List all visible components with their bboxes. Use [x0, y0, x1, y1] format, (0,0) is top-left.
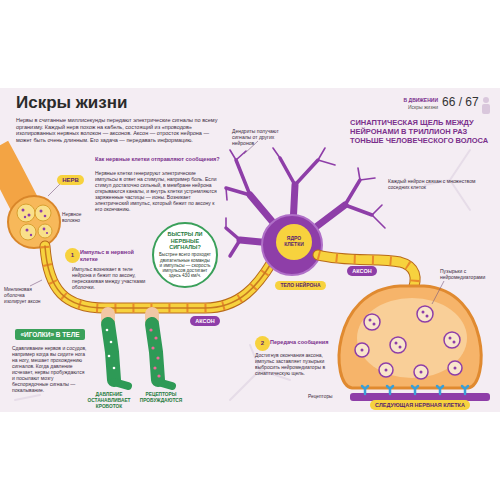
part-pill: АКСОН	[347, 266, 377, 276]
node-text: БЫСТРЫ ЛИ НЕРВНЫЕ СИГНАЛЫ?	[158, 231, 212, 250]
part-pill: ТЕЛО НЕЙРОНА	[275, 281, 326, 290]
page-number: 66 / 67	[442, 95, 479, 109]
body-text: Нервные клетки генерируют электрические …	[95, 170, 220, 212]
step-text: Достигнув окончания аксона, импульс заст…	[255, 352, 333, 376]
intro-text: Нервы в считанные миллисекунды передают …	[16, 117, 221, 143]
part-label: Миелиновая оболочка изолирует аксон	[4, 287, 42, 304]
step-text: Импульс возникает в теле нейрона и бежит…	[72, 266, 148, 290]
part-pill: АКСОН	[190, 316, 220, 326]
section-name: В ДВИЖЕНИИ	[380, 97, 438, 103]
fact-heading: СИНАПТИЧЕСКАЯ ЩЕЛЬ МЕЖДУ НЕЙРОНАМИ В ТРИ…	[350, 118, 490, 145]
page-title: Искры жизни	[16, 93, 127, 113]
body-text: Сдавливание нервов и сосудов, например к…	[12, 345, 88, 393]
node-text: Быстрее всего проходят двигательные кома…	[159, 252, 211, 278]
node-text: «ИГОЛКИ» В ТЕЛЕ	[20, 331, 79, 338]
section-banner: «ИГОЛКИ» В ТЕЛЕ	[15, 329, 85, 340]
node-text: АКСОН	[195, 318, 214, 324]
node-text: ЯДРО КЛЕТКИ	[280, 236, 308, 248]
node-text: АКСОН	[352, 268, 371, 274]
node-text: 1	[71, 252, 74, 259]
callout-number: 2	[255, 336, 270, 351]
section-heading: Как нервные клетки отправляют сообщения?	[95, 156, 220, 163]
node-text: НЕРВ	[62, 177, 79, 184]
node-text: СЛЕДУЮЩАЯ НЕРВНАЯ КЛЕТКА	[375, 402, 465, 408]
step-heading: Импульс в нервной клетке	[80, 249, 150, 262]
fact-circle: БЫСТРЫ ЛИ НЕРВНЫЕ СИГНАЛЫ? Быстрее всего …	[152, 222, 218, 288]
node-text: 2	[261, 340, 264, 347]
cell-band: СЛЕДУЮЩАЯ НЕРВНАЯ КЛЕТКА	[370, 400, 470, 410]
node-text: ТЕЛО НЕЙРОНА	[280, 283, 320, 289]
page-subtitle: Искры жизни	[380, 104, 438, 110]
part-pill: НЕРВ	[57, 175, 84, 185]
figure-label: РЕЦЕПТОРЫ ПРОБУЖДАЮТСЯ	[138, 392, 184, 404]
part-label: Пузырьки с нейромедиаторами	[440, 268, 492, 280]
step-heading: Передача сообщения	[270, 339, 340, 346]
nucleus-circle: ЯДРО КЛЕТКИ	[276, 224, 312, 260]
figure-label: ДАВЛЕНИЕ ОСТАНАВЛИВАЕТ КРОВОТОК	[86, 392, 132, 409]
callout-number: 1	[65, 248, 80, 263]
part-label: Дендриты получают сигналы от других нейр…	[232, 128, 292, 146]
part-label: Рецепторы	[308, 394, 346, 400]
part-label: Каждый нейрон связан с множеством соседн…	[388, 178, 478, 190]
part-label: Нервное волокно	[62, 212, 94, 224]
